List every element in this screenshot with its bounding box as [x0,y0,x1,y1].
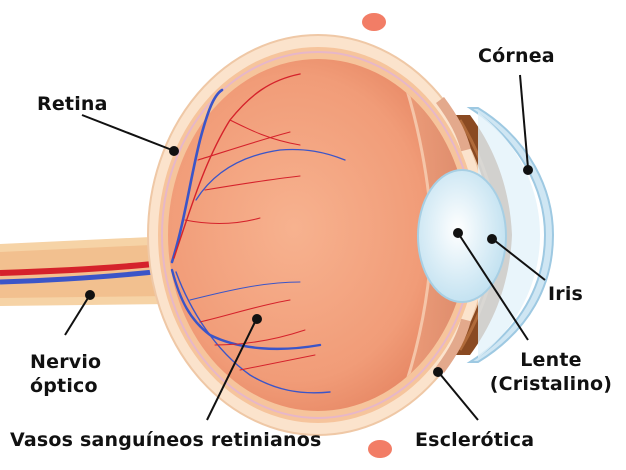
label-lens-line1: Lente [486,348,616,372]
label-sclera: Esclerótica [415,428,534,452]
label-retina: Retina [37,92,108,116]
label-iris: Iris [548,282,583,306]
label-optic-nerve-line2: óptico [30,374,101,398]
label-cornea: Córnea [478,44,555,68]
label-retinal-vessels: Vasos sanguíneos retinianos [10,428,321,452]
muscle-top [362,13,386,31]
muscle-bottom [368,440,392,458]
label-optic-nerve: Nervio óptico [30,350,101,398]
label-lens: Lente (Cristalino) [486,348,616,396]
label-lens-line2: (Cristalino) [486,372,616,396]
label-optic-nerve-line1: Nervio [30,350,101,374]
